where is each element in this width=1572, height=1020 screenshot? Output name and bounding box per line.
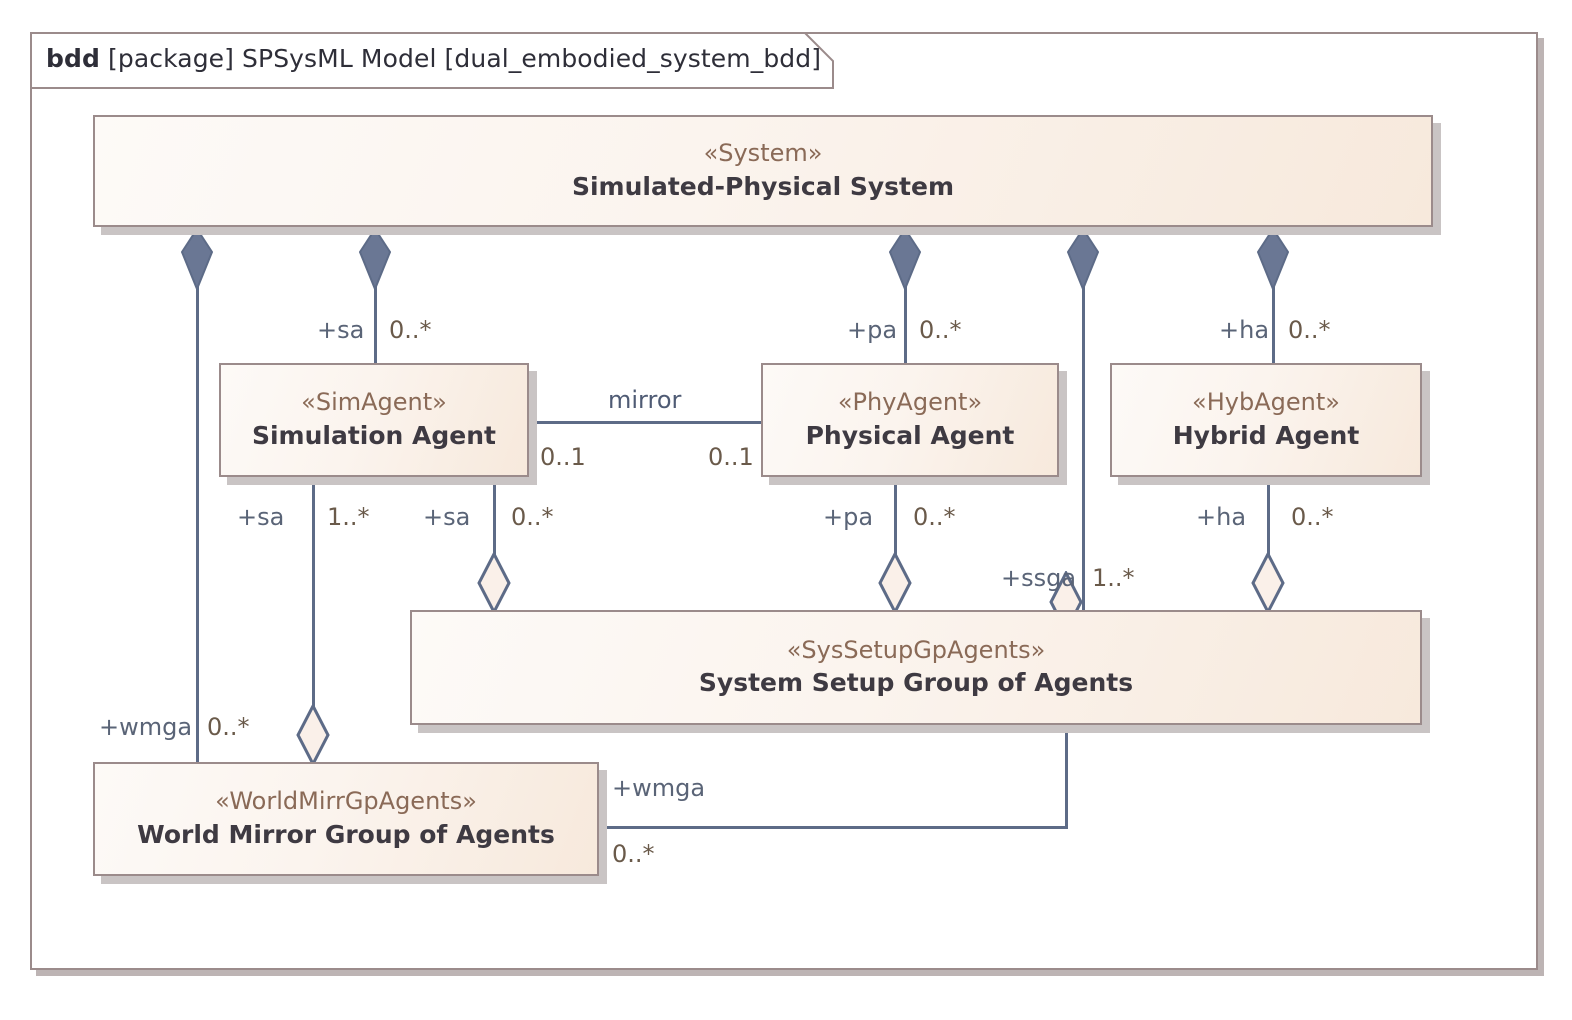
label-mirror-right-mult: 0..1 xyxy=(708,443,754,471)
aggregation-diamond-hybagent-syssetup xyxy=(1251,552,1285,614)
block-stereotype: «HybAgent» xyxy=(1192,388,1340,417)
label-syssetup-worldmirr-mult: 0..* xyxy=(612,840,655,868)
label-mirror-left-mult: 0..1 xyxy=(540,443,586,471)
label-worldmirr-simagent-mult: 1..* xyxy=(327,503,370,531)
edge-hybagent-syssetup xyxy=(1267,485,1270,557)
edge-system-hybagent xyxy=(1272,228,1275,365)
label-system-worldmirr-mult: 0..* xyxy=(207,713,250,741)
label-worldmirr-simagent-role: +sa xyxy=(237,503,285,531)
edge-simagent-syssetup xyxy=(493,485,496,557)
block-name: Hybrid Agent xyxy=(1172,420,1360,450)
label-system-simagent-mult: 0..* xyxy=(389,316,432,344)
label-syssetup-phyagent-mult: 0..* xyxy=(913,503,956,531)
composition-diamond-syssetup xyxy=(1067,228,1099,290)
label-syssetup-phyagent-role: +pa xyxy=(823,503,874,531)
edge-system-phyagent xyxy=(904,228,907,365)
block-system-setup-group-of-agents[interactable]: «SysSetupGpAgents» System Setup Group of… xyxy=(410,610,1422,725)
label-system-syssetup-mult: 1..* xyxy=(1092,564,1135,592)
block-stereotype: «WorldMirrGpAgents» xyxy=(215,787,477,816)
block-name: Simulated-Physical System xyxy=(571,171,954,201)
label-system-simagent-role: +sa xyxy=(317,316,365,344)
composition-diamond-simagent xyxy=(359,228,391,290)
label-system-hybagent-mult: 0..* xyxy=(1288,316,1331,344)
label-syssetup-simagent-role: +sa xyxy=(423,503,471,531)
frame-diagram-name: [dual_embodied_system_bdd] xyxy=(444,44,822,73)
aggregation-diamond-simagent-worldmirr xyxy=(296,704,330,766)
block-physical-agent[interactable]: «PhyAgent» Physical Agent xyxy=(761,363,1059,477)
label-system-phyagent-role: +pa xyxy=(847,316,898,344)
block-name: System Setup Group of Agents xyxy=(698,668,1134,698)
block-stereotype: «SysSetupGpAgents» xyxy=(786,635,1046,664)
frame-package-label: [package] xyxy=(108,44,234,73)
label-syssetup-simagent-mult: 0..* xyxy=(511,503,554,531)
block-simulated-physical-system[interactable]: «System» Simulated-Physical System xyxy=(93,115,1433,227)
label-syssetup-worldmirr-role: +wmga xyxy=(612,774,706,802)
edge-mirror-association xyxy=(530,421,762,424)
label-system-syssetup-role: +ssga xyxy=(1001,564,1077,592)
edge-system-simagent xyxy=(374,228,377,365)
edge-phyagent-syssetup xyxy=(894,485,897,557)
block-name: World Mirror Group of Agents xyxy=(137,819,555,849)
frame-header-label: bdd [package] SPSysML Model [dual_embodi… xyxy=(46,44,821,73)
label-mirror-association-name: mirror xyxy=(608,386,682,414)
composition-diamond-hybagent xyxy=(1257,228,1289,290)
composition-diamond-phyagent xyxy=(889,228,921,290)
block-name: Physical Agent xyxy=(805,420,1015,450)
label-syssetup-hybagent-role: +ha xyxy=(1196,503,1247,531)
block-stereotype: «PhyAgent» xyxy=(837,388,983,417)
block-hybrid-agent[interactable]: «HybAgent» Hybrid Agent xyxy=(1110,363,1422,477)
block-name: Simulation Agent xyxy=(251,420,496,450)
edge-syssetup-worldmirr-horizontal xyxy=(598,826,1068,829)
block-simulation-agent[interactable]: «SimAgent» Simulation Agent xyxy=(219,363,529,477)
frame-header-tab xyxy=(30,32,835,89)
frame-model-name: SPSysML Model xyxy=(242,44,437,73)
edge-simagent-worldmirr xyxy=(312,485,315,707)
aggregation-diamond-simagent-syssetup xyxy=(477,552,511,614)
frame-kind-label: bdd xyxy=(46,44,100,73)
label-syssetup-hybagent-mult: 0..* xyxy=(1291,503,1334,531)
block-stereotype: «SimAgent» xyxy=(301,388,447,417)
label-system-phyagent-mult: 0..* xyxy=(919,316,962,344)
edge-system-worldmirr xyxy=(196,228,199,764)
edge-system-syssetup xyxy=(1082,228,1085,612)
block-stereotype: «System» xyxy=(703,139,823,168)
label-system-hybagent-role: +ha xyxy=(1219,316,1270,344)
composition-diamond-worldmirr xyxy=(181,228,213,290)
block-world-mirror-group-of-agents[interactable]: «WorldMirrGpAgents» World Mirror Group o… xyxy=(93,762,599,876)
label-system-worldmirr-role: +wmga xyxy=(99,713,193,741)
aggregation-diamond-phyagent-syssetup xyxy=(878,552,912,614)
